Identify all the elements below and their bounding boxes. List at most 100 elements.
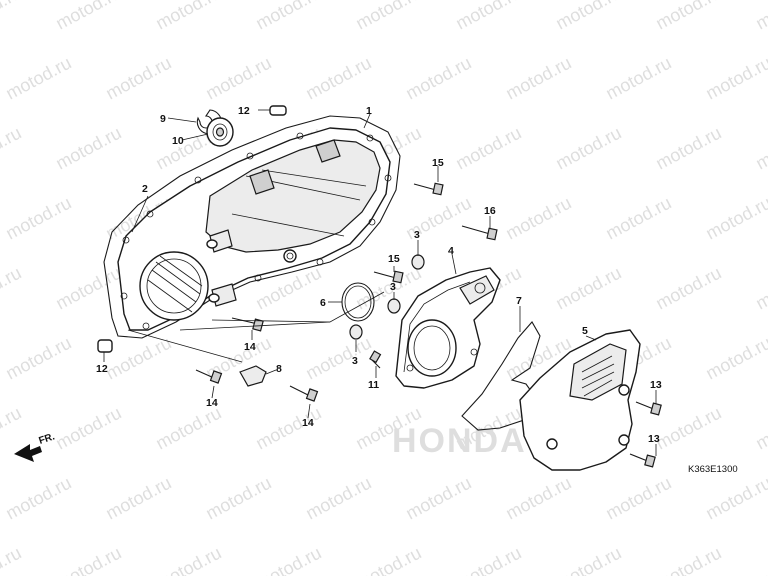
front-arrow-icon (14, 444, 42, 462)
watermark-text: motod.ru (52, 403, 124, 454)
watermark-text: motod.ru (602, 193, 674, 244)
grommet-3-a (411, 254, 425, 270)
watermark-text: motod.ru (652, 403, 724, 454)
callout-11: 11 (368, 379, 379, 391)
watermark-text: motod.ru (102, 473, 174, 524)
callout-15: 15 (388, 253, 400, 265)
cover-boss (315, 139, 341, 163)
watermark-text: motod.ru (2, 193, 74, 244)
grommet-3-c (349, 324, 363, 340)
bolt-15-a (413, 182, 444, 196)
outer-vent-cover (519, 329, 641, 471)
watermark-text: motod.ru (552, 263, 624, 314)
bolt-11 (369, 350, 382, 369)
watermark-text: motod.ru (602, 473, 674, 524)
callout-6: 6 (320, 297, 326, 309)
watermark-text: motod.ru (202, 473, 274, 524)
watermark-text: motod.ru (752, 543, 768, 576)
watermark-text: motod.ru (152, 543, 224, 576)
watermark-text: motod.ru (152, 403, 224, 454)
callout-9: 9 (160, 113, 166, 125)
watermark-text: motod.ru (0, 0, 25, 34)
watermark-text: motod.ru (652, 0, 724, 34)
watermark-text: motod.ru (702, 193, 768, 244)
watermark-text: motod.ru (352, 0, 424, 34)
watermark-text: motod.ru (702, 473, 768, 524)
bolt-14-a (231, 317, 264, 332)
watermark-text: motod.ru (52, 543, 124, 576)
callout-16: 16 (484, 205, 496, 217)
watermark-text: motod.ru (752, 263, 768, 314)
watermark-text: motod.ru (302, 473, 374, 524)
callout-3: 3 (352, 355, 358, 367)
callout-13: 13 (648, 433, 660, 445)
watermark-text: motod.ru (0, 403, 25, 454)
callout-4: 4 (448, 245, 454, 257)
watermark-text: motod.ru (452, 123, 524, 174)
watermark-text: motod.ru (52, 0, 124, 34)
watermark-text: motod.ru (602, 53, 674, 104)
callout-3: 3 (414, 229, 420, 241)
callout-8: 8 (276, 363, 282, 375)
watermark-text: motod.ru (0, 123, 25, 174)
watermark-text: motod.ru (0, 543, 25, 576)
watermark-text: motod.ru (752, 0, 768, 34)
cover-upper-shell (205, 139, 381, 253)
watermark-text: motod.ru (52, 123, 124, 174)
watermark-text: motod.ru (402, 473, 474, 524)
watermark-text: motod.ru (452, 0, 524, 34)
callout-10: 10 (172, 135, 184, 147)
callout-14: 14 (302, 417, 314, 429)
bracket (239, 365, 267, 387)
bolt-14-b (195, 369, 223, 384)
watermark-text: motod.ru (302, 53, 374, 104)
dowel-pin-bottom (97, 339, 113, 353)
watermark-text: motod.ru (502, 473, 574, 524)
callout-13: 13 (650, 379, 662, 391)
callout-1: 1 (366, 105, 372, 117)
watermark-text: motod.ru (252, 543, 324, 576)
vent-slats (581, 355, 615, 397)
watermark-text: motod.ru (702, 53, 768, 104)
watermark-text: motod.ru (552, 0, 624, 34)
callout-12: 12 (96, 363, 108, 375)
callout-14: 14 (206, 397, 218, 409)
watermark-text: motod.ru (402, 53, 474, 104)
watermark-text: motod.ru (552, 123, 624, 174)
watermark-text: motod.ru (352, 543, 424, 576)
dowel-pin-top (269, 105, 287, 116)
circlip (196, 109, 222, 135)
brand-watermark: HONDA (392, 422, 527, 460)
watermark-text: motod.ru (452, 543, 524, 576)
watermark-text: motod.ru (552, 543, 624, 576)
watermark-text: motod.ru (752, 123, 768, 174)
watermark-text: motod.ru (0, 263, 25, 314)
left-crankcase-cover (103, 115, 401, 339)
bolt-13-b (629, 453, 656, 468)
watermark-text: motod.ru (252, 0, 324, 34)
grommet-3-b (387, 298, 401, 314)
drawing-code: K363E1300 (688, 464, 738, 475)
front-direction-marker: FR. (14, 431, 56, 462)
callout-3: 3 (390, 281, 396, 293)
callout-7: 7 (516, 295, 522, 307)
watermark-text: motod.ru (52, 263, 124, 314)
bolt-14-c (289, 385, 319, 402)
watermark-text: motod.ru (302, 333, 374, 384)
watermark-text: motod.ru (652, 263, 724, 314)
callout-labels: 1 2 3 3 3 4 5 6 7 8 9 10 11 12 12 13 13 … (96, 105, 662, 445)
watermark-text: motod.ru (752, 403, 768, 454)
watermark-text: motod.ru (652, 543, 724, 576)
watermark-text: motod.ru (252, 403, 324, 454)
watermark-text: motod.ru (652, 123, 724, 174)
cover-pins (206, 229, 297, 307)
bolt-15-b (373, 270, 404, 284)
callout-2: 2 (142, 183, 148, 195)
bolt-13-a (635, 401, 662, 416)
watermark-text: motod.ru (152, 0, 224, 34)
callout-5: 5 (582, 325, 588, 337)
watermark-text: motod.ru (502, 193, 574, 244)
leader-lines (103, 109, 657, 456)
